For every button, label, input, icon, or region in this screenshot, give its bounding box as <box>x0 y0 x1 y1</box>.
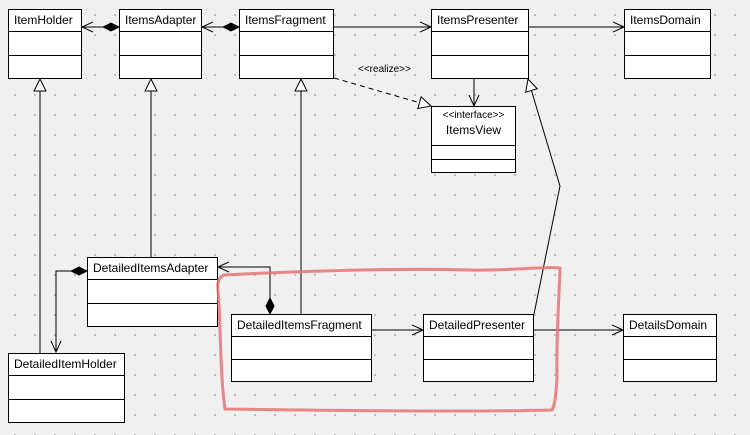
class-detaileditemholder[interactable]: DetailedItemHolder <box>8 353 125 423</box>
attributes-section <box>88 279 217 303</box>
class-itemsadapter[interactable]: ItemsAdapter <box>119 9 202 79</box>
class-detaileditemsfragment[interactable]: DetailedItemsFragment <box>231 314 372 382</box>
composition-detaileditemsadapter-detaileditemholder <box>56 271 87 352</box>
generalization-detailedpresenter-itemspresenter <box>528 79 561 315</box>
interface-header: <<interface>> ItemsView <box>432 107 515 145</box>
methods-section <box>240 54 333 79</box>
class-name: DetailedItemsFragment <box>237 318 362 332</box>
class-name: ItemsPresenter <box>437 13 519 27</box>
attributes-section <box>432 145 515 159</box>
composition-detaileditemsfragment-detaileditemsadapter <box>218 267 270 314</box>
methods-section <box>232 358 371 382</box>
methods-section <box>88 302 217 327</box>
attributes-section <box>120 31 201 55</box>
class-detailsdomain[interactable]: DetailsDomain <box>623 314 717 382</box>
attributes-section <box>9 31 81 55</box>
methods-section <box>9 54 81 79</box>
class-name: DetailedItemHolder <box>14 357 117 371</box>
attributes-section <box>9 375 124 399</box>
class-name: DetailedPresenter <box>429 318 526 332</box>
interface-stereotype: <<interface>> <box>442 110 505 121</box>
class-detaileditemsadapter[interactable]: DetailedItemsAdapter <box>87 257 218 327</box>
attributes-section <box>432 31 528 55</box>
realize-label: <<realize>> <box>358 64 411 75</box>
class-name: ItemsView <box>445 123 502 137</box>
attributes-section <box>240 31 333 55</box>
class-name: DetailedItemsAdapter <box>93 261 209 275</box>
class-name: ItemsAdapter <box>125 13 197 27</box>
attributes-section <box>624 336 716 359</box>
class-name: ItemsFragment <box>245 13 326 27</box>
methods-section <box>432 158 515 173</box>
methods-section <box>120 54 201 79</box>
class-name: ItemHolder <box>14 13 73 27</box>
attributes-section <box>625 31 710 55</box>
attributes-section <box>232 336 371 359</box>
methods-section <box>9 398 124 423</box>
class-detailedpresenter[interactable]: DetailedPresenter <box>423 314 534 382</box>
methods-section <box>424 358 533 382</box>
class-itemholder[interactable]: ItemHolder <box>8 9 82 79</box>
class-name: ItemsDomain <box>630 13 701 27</box>
attributes-section <box>424 336 533 359</box>
class-name: DetailsDomain <box>629 318 708 332</box>
methods-section <box>624 358 716 382</box>
class-itemsfragment[interactable]: ItemsFragment <box>239 9 334 79</box>
interface-itemsview[interactable]: <<interface>> ItemsView <box>431 106 516 173</box>
class-itemspresenter[interactable]: ItemsPresenter <box>431 9 529 79</box>
methods-section <box>625 54 710 79</box>
class-itemsdomain[interactable]: ItemsDomain <box>624 9 711 79</box>
methods-section <box>432 54 528 79</box>
realization-itemsfragment-itemsview <box>333 77 431 106</box>
